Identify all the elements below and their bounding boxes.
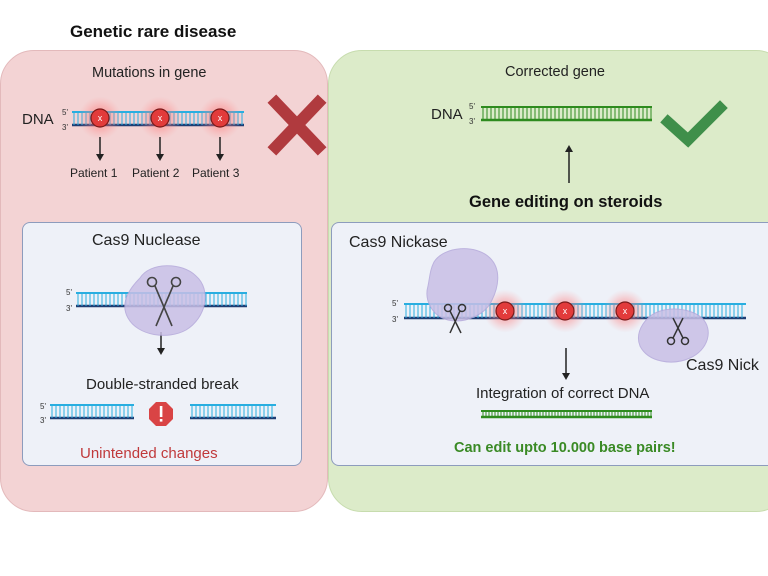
scissors-icon	[443, 303, 467, 334]
mutation-marker: x	[150, 108, 170, 128]
strand-3-label: 3'	[469, 117, 475, 126]
strand-5-label: 5'	[469, 102, 475, 111]
mutation-mark-label: x	[503, 306, 508, 316]
gene-editing-title: Gene editing on steroids	[469, 193, 663, 211]
cross-icon	[267, 94, 327, 156]
warning-icon	[149, 402, 173, 426]
dna-correct-insert	[481, 410, 652, 419]
strand-3-label: 3'	[62, 123, 68, 132]
can-edit-label: Can edit upto 10.000 base pairs!	[454, 440, 676, 456]
patient-3-label: Patient 3	[192, 166, 240, 180]
mutation-marker: x	[615, 301, 635, 321]
scissors-icon	[146, 276, 182, 327]
protein-blob-icon	[124, 265, 206, 336]
mutation-mark-label: x	[563, 306, 568, 316]
mutation-mark-label: x	[98, 113, 103, 123]
strand-5-label: 5'	[392, 299, 398, 308]
protein-blob-icon	[426, 248, 499, 322]
strand-3-label: 3'	[40, 416, 46, 425]
scissors-icon	[666, 317, 690, 346]
checkmark-icon	[660, 100, 728, 148]
dna-fragment-left	[50, 404, 134, 420]
mutation-mark-label: x	[623, 306, 628, 316]
strand-3-label: 3'	[392, 315, 398, 324]
patient-1-label: Patient 1	[70, 166, 118, 180]
mutation-marker: x	[495, 301, 515, 321]
cas9-nuclease-label: Cas9 Nuclease	[92, 232, 201, 249]
mutations-label: Mutations in gene	[92, 65, 207, 81]
double-stranded-break-label: Double-stranded break	[86, 376, 239, 393]
unintended-changes-label: Unintended changes	[80, 445, 218, 462]
mutation-marker: x	[90, 108, 110, 128]
strand-3-label: 3'	[66, 304, 72, 313]
dna-strand-corrected	[481, 106, 652, 122]
dna-label: DNA	[431, 106, 463, 123]
integration-label: Integration of correct DNA	[476, 385, 650, 402]
corrected-gene-label: Corrected gene	[505, 64, 605, 80]
protein-blob-icon	[637, 308, 709, 363]
mutation-marker: x	[555, 301, 575, 321]
mutation-marker: x	[210, 108, 230, 128]
cas9-nickase-label: Cas9 Nickase	[349, 234, 448, 251]
strand-5-label: 5'	[66, 288, 72, 297]
cas9-nickase-label-2: Cas9 Nick	[686, 357, 759, 374]
dna-fragment-right	[190, 404, 276, 420]
title-genetic-rare-disease: Genetic rare disease	[70, 22, 237, 41]
dna-label: DNA	[22, 111, 54, 128]
mutation-mark-label: x	[218, 113, 223, 123]
arrow-up-icon	[565, 145, 573, 183]
strand-5-label: 5'	[62, 108, 68, 117]
strand-5-label: 5'	[40, 402, 46, 411]
patient-2-label: Patient 2	[132, 166, 180, 180]
mutation-mark-label: x	[158, 113, 163, 123]
